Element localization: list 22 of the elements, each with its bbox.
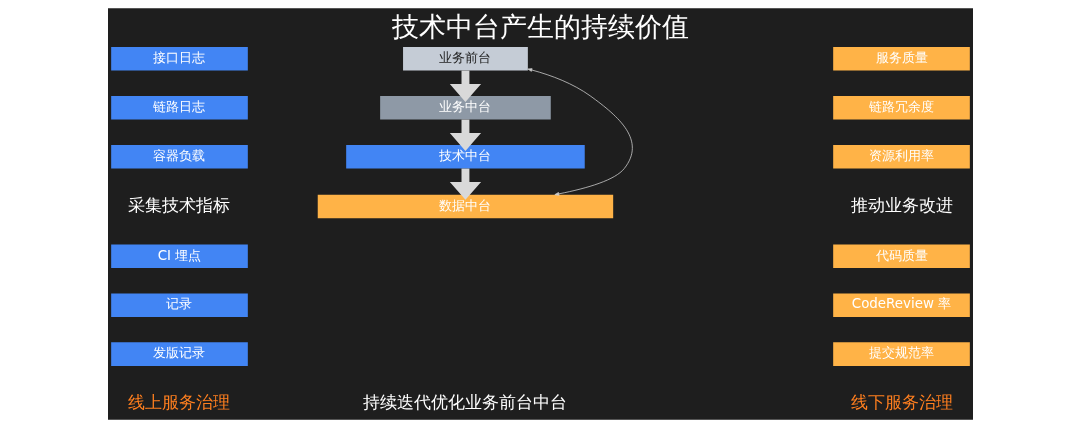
node-box: CodeReview 率: [832, 293, 970, 318]
node-box: 提交规范率: [832, 342, 970, 367]
node-box: 代码质量: [832, 244, 970, 269]
label: 线下服务治理: [850, 393, 953, 413]
diagram-title: 技术中台产生的持续价值: [391, 11, 689, 43]
node-box: 链路冗余度: [832, 95, 970, 120]
node-box: 接口日志: [110, 46, 248, 71]
node-box: 服务质量: [832, 46, 970, 71]
label: 持续迭代优化业务前台中台: [362, 393, 567, 413]
node-box: 资源利用率: [832, 144, 970, 169]
node-box: 链路日志: [110, 95, 248, 120]
arrow: [527, 68, 633, 196]
label: 推动业务改进: [850, 194, 953, 215]
node-box: 发版记录: [110, 342, 248, 367]
node-box: CI 埋点: [110, 244, 248, 269]
label: 采集技术指标: [127, 194, 230, 215]
node-box: 业务中台: [379, 95, 551, 120]
node-box: 容器负载: [110, 144, 248, 169]
node-box: 技术中台: [345, 144, 585, 169]
node-box: 记录: [110, 293, 248, 318]
node-box: 业务前台: [402, 46, 528, 71]
label: 线上服务治理: [127, 393, 230, 413]
